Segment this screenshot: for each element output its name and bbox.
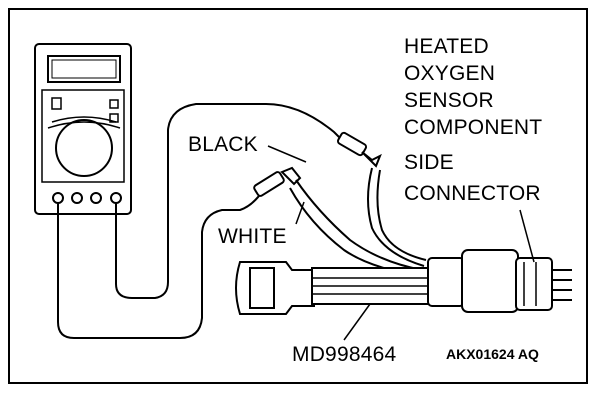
black-probe-icon <box>336 131 382 168</box>
white-lead-wire <box>57 191 263 339</box>
test-harness <box>235 249 572 315</box>
black-lead-label: BLACK <box>188 133 258 156</box>
component-label-line-3: SENSOR <box>404 89 494 112</box>
component-label-line-6: CONNECTOR <box>404 182 541 205</box>
tool-label: MD998464 <box>292 343 397 366</box>
component-label-line-2: OXYGEN <box>404 62 496 85</box>
component-label-line-4: COMPONENT <box>404 116 543 139</box>
white-lead-label: WHITE <box>218 225 287 248</box>
component-label-line-5: SIDE <box>404 151 454 174</box>
multimeter-icon <box>34 43 132 215</box>
component-label-line-1: HEATED <box>404 35 489 58</box>
white-probe-icon <box>253 166 302 197</box>
figure-frame <box>8 8 588 384</box>
figure-code: AKX01624 AQ <box>446 346 539 362</box>
black-lead-wire <box>115 103 347 299</box>
